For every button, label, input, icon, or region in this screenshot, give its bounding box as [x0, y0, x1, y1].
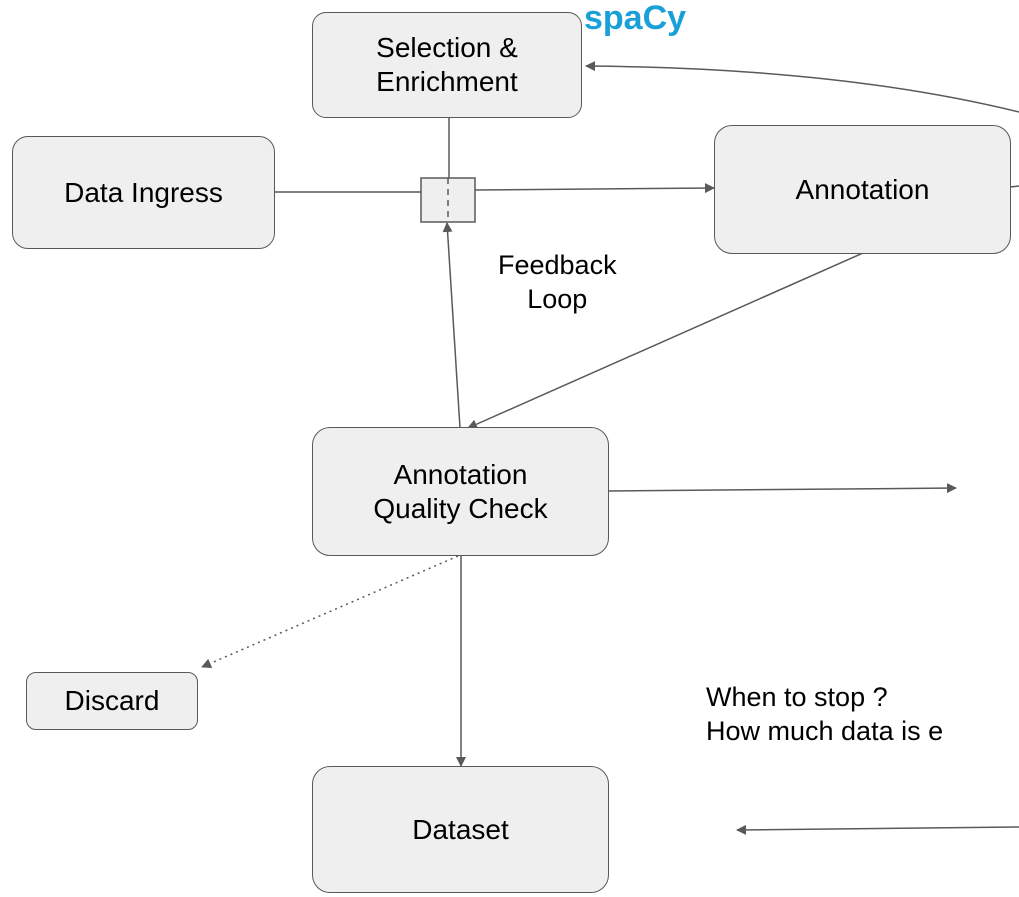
node-data-ingress: Data Ingress	[12, 136, 275, 249]
edge-quality-to-discard	[201, 555, 459, 669]
edge-annotation-to-quality	[467, 252, 864, 429]
node-quality-label: Annotation Quality Check	[373, 458, 548, 524]
node-discard: Discard	[26, 672, 198, 730]
edge-feedback-loop	[442, 222, 461, 429]
node-annotation-label: Annotation	[795, 173, 930, 205]
stop-question-line1: When to stop ?	[706, 682, 888, 712]
node-quality-check: Annotation Quality Check	[312, 427, 609, 556]
node-selection-enrichment: Selection & Enrichment	[312, 12, 582, 118]
stop-question-line2: How much data is e	[706, 716, 944, 746]
node-dataset-label: Dataset	[412, 813, 509, 845]
edge-right-to-dataset	[736, 824, 1019, 835]
node-ingress-label: Data Ingress	[64, 176, 223, 208]
edge-junction-to-annotation	[474, 183, 715, 194]
node-selection-label: Selection & Enrichment	[376, 32, 518, 97]
node-annotation: Annotation	[714, 125, 1011, 254]
edge-return-to-selection	[585, 61, 1019, 113]
node-discard-label: Discard	[64, 685, 160, 716]
edge-quality-to-right	[608, 483, 957, 494]
node-dataset: Dataset	[312, 766, 609, 893]
spacy-logo: spaCy	[584, 0, 687, 37]
feedback-loop-label: Feedback Loop	[498, 250, 617, 314]
edge-annotation-right-stub	[1009, 185, 1019, 188]
